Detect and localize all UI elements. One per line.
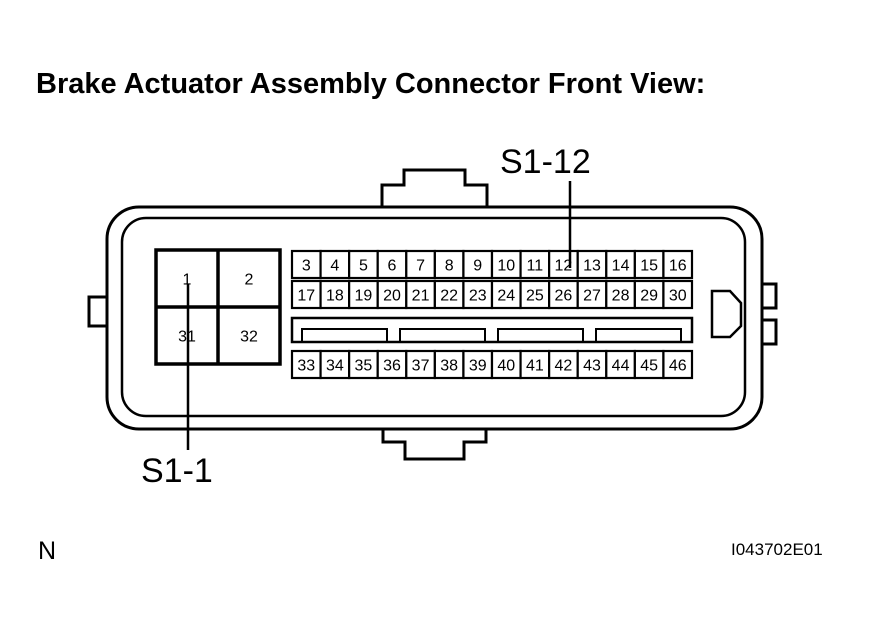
right-key [710, 289, 743, 339]
pin-label-34: 34 [326, 358, 344, 375]
pin-label-39: 39 [469, 358, 487, 375]
pin-label-5: 5 [359, 258, 368, 275]
pin-label-38: 38 [440, 358, 458, 375]
pin-label-41: 41 [526, 358, 544, 375]
pin-cell-35 [348, 349, 379, 380]
pin-label-37: 37 [412, 358, 430, 375]
pin-cell-30 [662, 279, 694, 310]
pin-cell-45 [633, 349, 665, 380]
pin-cell-16 [662, 249, 694, 280]
large-pin-block: 123132 [154, 248, 282, 366]
callout-s1-1: S1-1 [141, 452, 213, 490]
pin-label-16: 16 [669, 258, 687, 275]
pin-label-43: 43 [583, 358, 601, 375]
pin-label-36: 36 [383, 358, 401, 375]
pin-cell-46 [662, 349, 694, 380]
pin-label-19: 19 [355, 288, 373, 305]
pin-label-10: 10 [497, 258, 515, 275]
pin-cell-29 [633, 279, 665, 310]
pin-cell-7 [405, 249, 436, 280]
pin-label-29: 29 [640, 288, 658, 305]
pin-cell-8 [433, 249, 465, 280]
pin-label-3: 3 [302, 258, 311, 275]
pin-cell-24 [490, 279, 522, 310]
pin-label-23: 23 [469, 288, 487, 305]
pin-cell-44 [605, 349, 636, 380]
pin-label-26: 26 [555, 288, 573, 305]
corner-mark: N [38, 537, 57, 565]
large-pin-2: 2 [245, 272, 254, 289]
bottom-latch [381, 427, 488, 461]
pin-label-7: 7 [416, 258, 425, 275]
pin-label-30: 30 [669, 288, 687, 305]
pin-cell-40 [490, 349, 522, 380]
large-pin-32: 32 [240, 329, 258, 346]
pin-cell-38 [433, 349, 465, 380]
top-latch [380, 168, 489, 207]
pin-label-21: 21 [412, 288, 430, 305]
pin-cell-34 [319, 349, 351, 380]
pin-cell-3 [290, 249, 322, 280]
pin-label-15: 15 [640, 258, 658, 275]
pin-label-46: 46 [669, 358, 687, 375]
center-slot [290, 316, 694, 344]
connector-housing-inner [120, 216, 747, 418]
figure-id: I043702E01 [731, 540, 823, 559]
pin-cell-20 [376, 279, 408, 310]
pin-label-44: 44 [612, 358, 630, 375]
pin-label-20: 20 [383, 288, 401, 305]
pin-label-33: 33 [297, 358, 315, 375]
pin-cell-39 [462, 349, 494, 380]
pin-label-42: 42 [555, 358, 573, 375]
pin-label-28: 28 [612, 288, 630, 305]
pin-label-9: 9 [473, 258, 482, 275]
pin-label-45: 45 [640, 358, 658, 375]
pin-label-6: 6 [388, 258, 397, 275]
callout-s1-12: S1-12 [500, 143, 591, 181]
pin-label-18: 18 [326, 288, 344, 305]
pin-label-8: 8 [445, 258, 454, 275]
pin-cell-15 [633, 249, 665, 280]
pin-label-12: 12 [555, 258, 573, 275]
pin-label-27: 27 [583, 288, 601, 305]
pin-label-17: 17 [297, 288, 315, 305]
pin-label-35: 35 [355, 358, 373, 375]
diagram-title: Brake Actuator Assembly Connector Front … [36, 68, 706, 100]
pin-label-24: 24 [497, 288, 515, 305]
pin-label-11: 11 [527, 258, 544, 275]
pin-label-40: 40 [497, 358, 515, 375]
pin-cell-41 [519, 349, 551, 380]
pin-label-25: 25 [526, 288, 544, 305]
pin-cell-10 [490, 249, 522, 280]
pin-cell-22 [433, 279, 465, 310]
pin-label-14: 14 [612, 258, 630, 275]
pin-cell-18 [319, 279, 351, 310]
pin-label-22: 22 [440, 288, 458, 305]
pin-label-13: 13 [583, 258, 601, 275]
large-pin-1: 1 [183, 272, 192, 289]
pin-label-4: 4 [330, 258, 339, 275]
pin-cell-43 [576, 349, 608, 380]
